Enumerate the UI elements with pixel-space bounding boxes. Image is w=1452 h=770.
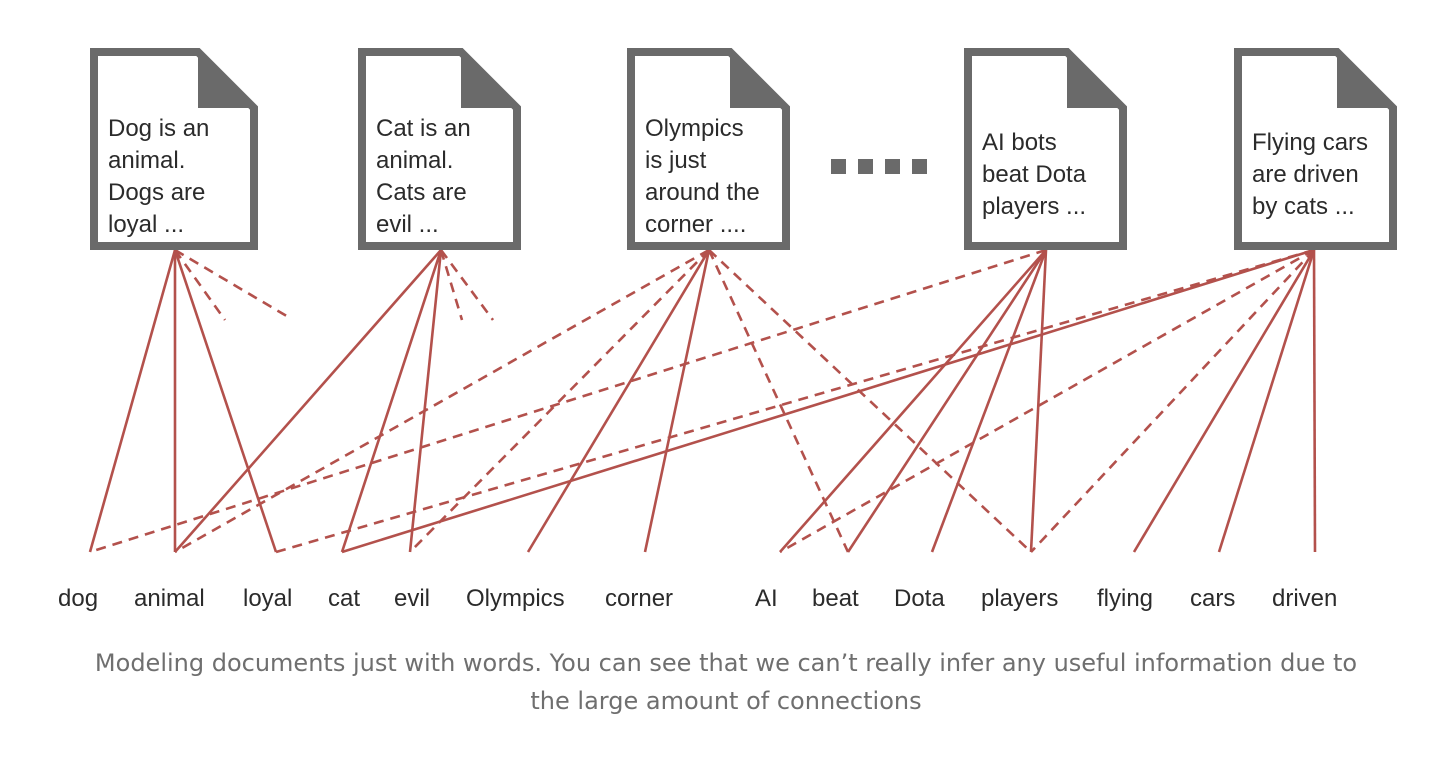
connection-lines bbox=[88, 248, 1317, 554]
document-text-line: animal. bbox=[108, 147, 185, 174]
edge-doc2-animal bbox=[174, 249, 442, 553]
document-text-line: beat Dota bbox=[982, 161, 1087, 188]
document-text-line: is just bbox=[645, 147, 707, 174]
word-label-evil: evil bbox=[394, 585, 430, 612]
word-label-cars: cars bbox=[1190, 585, 1235, 612]
word-label-corner: corner bbox=[605, 585, 673, 612]
document-text-line: Olympics bbox=[645, 115, 744, 142]
edge-doc4-beat bbox=[846, 249, 1048, 553]
ellipsis-dot bbox=[831, 159, 846, 174]
page-fold-icon bbox=[461, 52, 517, 108]
word-label-beat: beat bbox=[812, 585, 859, 612]
edge-doc1-stub bbox=[173, 249, 227, 321]
edge-doc5-loyal bbox=[275, 248, 1315, 554]
document-text-line: by cats ... bbox=[1252, 193, 1355, 220]
document-text-line: Dogs are bbox=[108, 179, 205, 206]
word-label-dota: Dota bbox=[894, 585, 945, 612]
page-fold-icon bbox=[730, 52, 786, 108]
word-label-olympics: Olympics bbox=[466, 585, 565, 612]
edge-doc4-players bbox=[1029, 249, 1048, 553]
edge-doc5-cars bbox=[1217, 249, 1316, 553]
document-text-line: animal. bbox=[376, 147, 453, 174]
word-label-players: players bbox=[981, 585, 1058, 612]
edge-doc5-cat bbox=[341, 248, 1315, 554]
caption-line: Modeling documents just with words. You … bbox=[94, 649, 1358, 677]
figure-caption: Modeling documents just with words. You … bbox=[40, 644, 1412, 720]
edge-doc5-flying bbox=[1132, 249, 1316, 553]
document-text-line: evil ... bbox=[376, 211, 439, 238]
ellipsis-dot bbox=[912, 159, 927, 174]
edge-doc3-Olympics bbox=[526, 249, 711, 553]
document-text-line: loyal ... bbox=[108, 211, 184, 238]
document-1: Dog is an animal. Dogs are loyal ... bbox=[90, 48, 258, 250]
edge-doc5-players bbox=[1030, 249, 1315, 553]
edge-doc4-AI bbox=[779, 249, 1047, 553]
edge-doc2-stub bbox=[439, 249, 464, 321]
document-word-graph: Dog is an animal. Dogs are loyal ... Cat is … bbox=[58, 48, 1397, 612]
document-text-line: are driven bbox=[1252, 161, 1359, 188]
document-text-line: players ... bbox=[982, 193, 1086, 220]
edge-doc4-Dota bbox=[930, 249, 1048, 553]
word-labels: dog animal loyal cat evil Olympics corner AI bea… bbox=[58, 585, 1337, 612]
page-fold-icon bbox=[198, 52, 254, 108]
document-text-line: around the bbox=[645, 179, 760, 206]
edge-doc3-corner bbox=[643, 249, 711, 553]
word-label-dog: dog bbox=[58, 585, 98, 612]
edge-doc4-dog bbox=[89, 248, 1047, 554]
edge-doc5-driven bbox=[1312, 249, 1317, 553]
word-label-ai: AI bbox=[755, 585, 778, 612]
document-text-line: Dog is an bbox=[108, 115, 209, 142]
edge-doc3-evil bbox=[409, 249, 710, 553]
edge-doc1-loyal bbox=[173, 249, 278, 553]
document-text-line: AI bots bbox=[982, 129, 1057, 156]
edge-doc2-evil bbox=[408, 249, 443, 553]
word-label-animal: animal bbox=[134, 585, 205, 612]
ellipsis-dot bbox=[885, 159, 900, 174]
document-4: AI bots beat Dota players ... bbox=[964, 48, 1127, 250]
edge-doc1-stub bbox=[174, 248, 291, 320]
word-label-loyal: loyal bbox=[243, 585, 292, 612]
document-text-line: corner .... bbox=[645, 211, 746, 238]
document-3: Olympics is just around the corner .... bbox=[627, 48, 790, 250]
page-fold-icon bbox=[1067, 52, 1123, 108]
ellipsis-dot bbox=[858, 159, 873, 174]
edge-doc3-animal bbox=[174, 248, 710, 554]
page-fold-icon bbox=[1337, 52, 1393, 108]
caption-line: the large amount of connections bbox=[530, 687, 922, 715]
word-label-flying: flying bbox=[1097, 585, 1153, 612]
edge-doc5-AI bbox=[779, 248, 1315, 554]
word-label-driven: driven bbox=[1272, 585, 1337, 612]
document-2: Cat is an animal. Cats are evil ... bbox=[358, 48, 521, 250]
document-text-line: Cat is an bbox=[376, 115, 471, 142]
ellipsis bbox=[831, 159, 927, 174]
edge-doc3-players bbox=[708, 249, 1032, 553]
edge-doc1-dog bbox=[88, 249, 177, 553]
edge-doc2-cat bbox=[340, 249, 443, 553]
document-text-line: Cats are bbox=[376, 179, 467, 206]
document-5: Flying cars are driven by cats ... bbox=[1234, 48, 1397, 250]
edge-doc2-stub bbox=[439, 249, 495, 321]
document-text-line: Flying cars bbox=[1252, 129, 1368, 156]
word-label-cat: cat bbox=[328, 585, 360, 612]
documents: Dog is an animal. Dogs are loyal ... Cat is … bbox=[90, 48, 1397, 250]
